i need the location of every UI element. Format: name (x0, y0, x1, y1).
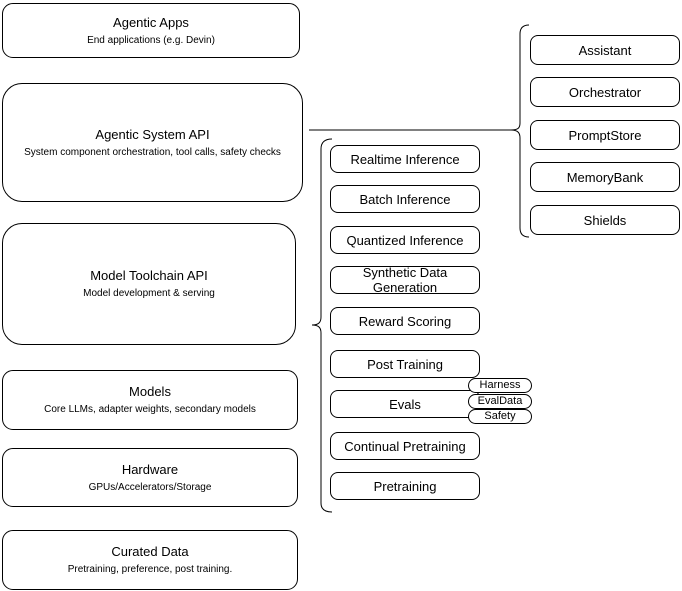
node-subtitle: End applications (e.g. Devin) (87, 34, 215, 46)
node-synthetic-data-generation: Synthetic Data Generation (330, 265, 480, 295)
brace-toolchain (311, 138, 333, 513)
node-realtime-inference: Realtime Inference (330, 145, 480, 173)
node-subtitle: GPUs/Accelerators/Storage (88, 481, 212, 493)
node-assistant: Assistant (530, 35, 680, 65)
node-subtitle: Pretraining, preference, post training. (67, 564, 233, 575)
node-pretraining: Pretraining (330, 472, 480, 500)
node-subtitle: Model development & serving (83, 288, 215, 299)
node-title: Curated Data (111, 544, 189, 559)
node-model-toolchain-api: Model Toolchain API Model development & … (2, 223, 296, 345)
node-subtitle: System component orchestration, tool cal… (24, 146, 281, 158)
node-reward-scoring: Reward Scoring (330, 307, 480, 335)
node-promptstore: PromptStore (530, 120, 680, 150)
node-orchestrator: Orchestrator (530, 77, 680, 107)
node-agentic-apps: Agentic Apps End applications (e.g. Devi… (2, 3, 300, 58)
node-title: Models (129, 384, 171, 399)
node-title: Model Toolchain API (90, 268, 208, 283)
node-title: Hardware (121, 461, 179, 477)
tag-safety: Safety (468, 409, 532, 424)
node-subtitle: Core LLMs, adapter weights, secondary mo… (44, 404, 256, 415)
node-models: Models Core LLMs, adapter weights, secon… (2, 370, 298, 430)
node-hardware: Hardware GPUs/Accelerators/Storage (2, 448, 298, 507)
node-agentic-system-api: Agentic System API System component orch… (2, 83, 303, 202)
brace-system-components (510, 24, 530, 238)
node-title: Agentic System API (95, 126, 210, 142)
node-continual-pretraining: Continual Pretraining (330, 432, 480, 460)
node-post-training: Post Training (330, 350, 480, 378)
node-quantized-inference: Quantized Inference (330, 226, 480, 254)
node-curated-data: Curated Data Pretraining, preference, po… (2, 530, 298, 590)
node-memorybank: MemoryBank (530, 162, 680, 192)
node-batch-inference: Batch Inference (330, 185, 480, 213)
node-shields: Shields (530, 205, 680, 235)
node-title: Agentic Apps (113, 14, 189, 30)
tag-evaldata: EvalData (468, 394, 532, 409)
node-evals: Evals (330, 390, 480, 418)
tag-harness: Harness (468, 378, 532, 393)
